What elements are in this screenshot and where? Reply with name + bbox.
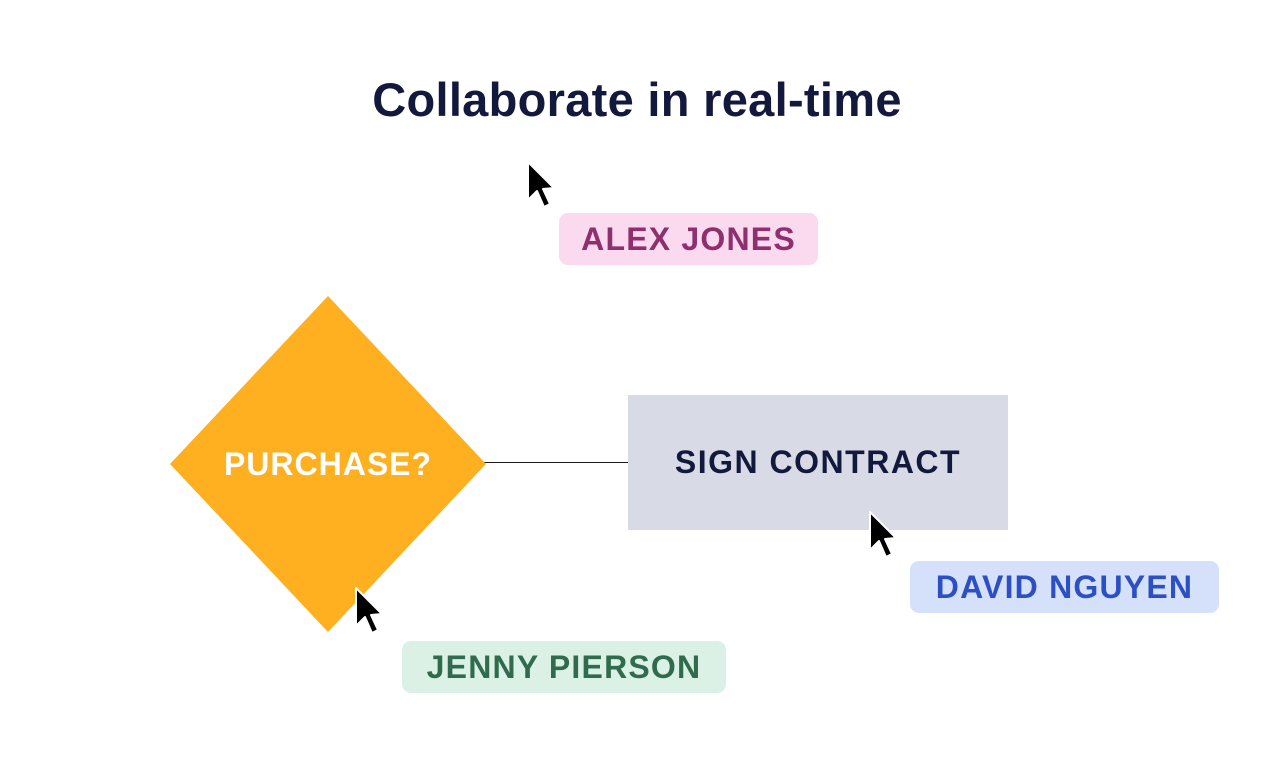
- collaborator-name: JENNY PIERSON: [426, 648, 702, 685]
- collaborator-tag-jenny: JENNY PIERSON: [402, 641, 726, 693]
- collaborator-tag-david: DAVID NGUYEN: [910, 561, 1219, 613]
- collaborator-name: DAVID NGUYEN: [935, 568, 1194, 605]
- decision-node[interactable]: PURCHASE?: [170, 296, 486, 632]
- diamond-shape: [170, 296, 486, 632]
- decision-node-label: PURCHASE?: [223, 446, 433, 482]
- cursor-jenny-icon: [354, 586, 383, 636]
- cursor-alex-icon: [526, 160, 555, 210]
- process-node-label: SIGN CONTRACT: [674, 444, 962, 480]
- collaborator-name: ALEX JONES: [581, 220, 796, 257]
- connector-line[interactable]: [484, 462, 628, 463]
- collaborator-tag-alex: ALEX JONES: [559, 213, 818, 265]
- process-node[interactable]: SIGN CONTRACT: [628, 395, 1008, 530]
- cursor-david-icon: [868, 510, 897, 560]
- page-title: Collaborate in real-time: [372, 73, 902, 126]
